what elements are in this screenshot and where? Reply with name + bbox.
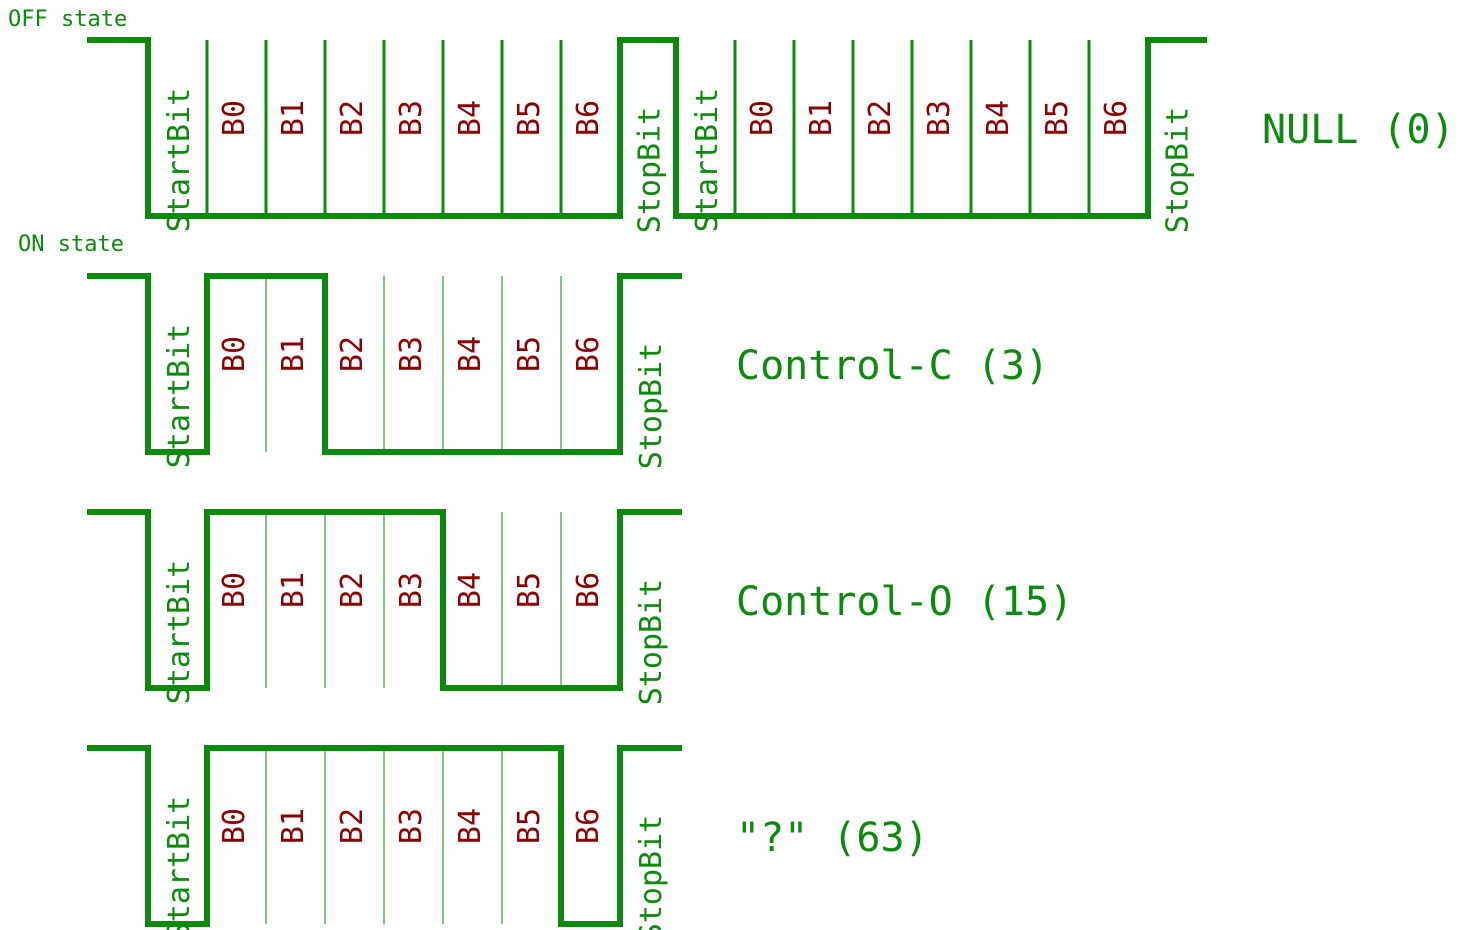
bit-label-b3: B3 xyxy=(394,572,429,608)
waveform-name: "?" (63) xyxy=(736,815,929,861)
signal-line xyxy=(87,273,682,455)
bit-label-b1: B1 xyxy=(276,336,311,372)
start-bit-label: StartBit xyxy=(162,796,197,930)
bit-label-b5: B5 xyxy=(512,100,547,136)
bit-label-b0: B0 xyxy=(745,100,780,136)
start-bit-label: StartBit xyxy=(690,88,725,233)
stop-bit-label: StopBit xyxy=(633,107,668,233)
bit-label-b5: B5 xyxy=(512,336,547,372)
bit-label-b3: B3 xyxy=(922,100,957,136)
bit-label-b1: B1 xyxy=(276,808,311,844)
start-bit-label: StartBit xyxy=(162,560,197,705)
start-bit-label: StartBit xyxy=(162,324,197,469)
bit-label-b6: B6 xyxy=(571,100,606,136)
start-bit-label: StartBit xyxy=(162,88,197,233)
bit-label-b2: B2 xyxy=(335,808,370,844)
waveform-0: StartBit B0 B1 B2 B3 B4 B5 B6 StopBit StartBit B0 B… xyxy=(87,37,1455,233)
bit-label-b4: B4 xyxy=(453,100,488,136)
waveform-2: StartBit B0 B1 B2 B3 B4 B5 B6 StopBit Control-O (… xyxy=(87,509,1073,705)
bit-label-b2: B2 xyxy=(335,572,370,608)
bit-label-b4: B4 xyxy=(453,336,488,372)
off-state-label: OFF state xyxy=(8,7,127,32)
bit-label-b0: B0 xyxy=(217,100,252,136)
waveform-3: StartBit B0 B1 B2 B3 B4 B5 B6 StopBit "?" (63) xyxy=(87,745,929,930)
bit-label-b1: B1 xyxy=(804,100,839,136)
signal-line xyxy=(87,509,682,691)
stop-bit-label: StopBit xyxy=(634,579,669,705)
bit-label-b0: B0 xyxy=(217,572,252,608)
bit-label-b1: B1 xyxy=(276,572,311,608)
bit-label-b4: B4 xyxy=(453,808,488,844)
waveform-name: Control-O (15) xyxy=(736,579,1073,625)
bit-label-b4: B4 xyxy=(981,100,1016,136)
bit-label-b6: B6 xyxy=(1099,100,1134,136)
bit-label-b2: B2 xyxy=(335,336,370,372)
bit-label-b2: B2 xyxy=(863,100,898,136)
waveform-name: Control-C (3) xyxy=(736,343,1049,389)
bit-label-b6: B6 xyxy=(571,572,606,608)
waveform-1: StartBit B0 B1 B2 B3 B4 B5 B6 StopBit Control-C (… xyxy=(87,273,1049,469)
stop-bit-label: StopBit xyxy=(634,815,669,930)
bit-label-b5: B5 xyxy=(512,572,547,608)
waveform-name: NULL (0) xyxy=(1262,107,1455,153)
bit-label-b5: B5 xyxy=(512,808,547,844)
stop-bit-label: StopBit xyxy=(1161,107,1196,233)
bit-label-b3: B3 xyxy=(394,336,429,372)
bit-label-b6: B6 xyxy=(571,808,606,844)
bit-label-b2: B2 xyxy=(335,100,370,136)
on-state-label: ON state xyxy=(18,232,124,257)
signal-line xyxy=(87,745,682,927)
bit-label-b5: B5 xyxy=(1040,100,1075,136)
stop-bit-label: StopBit xyxy=(634,343,669,469)
bit-label-b4: B4 xyxy=(453,572,488,608)
bit-label-b3: B3 xyxy=(394,808,429,844)
bit-label-b0: B0 xyxy=(217,808,252,844)
bit-label-b6: B6 xyxy=(571,336,606,372)
bit-label-b3: B3 xyxy=(394,100,429,136)
bit-label-b1: B1 xyxy=(276,100,311,136)
bit-label-b0: B0 xyxy=(217,336,252,372)
